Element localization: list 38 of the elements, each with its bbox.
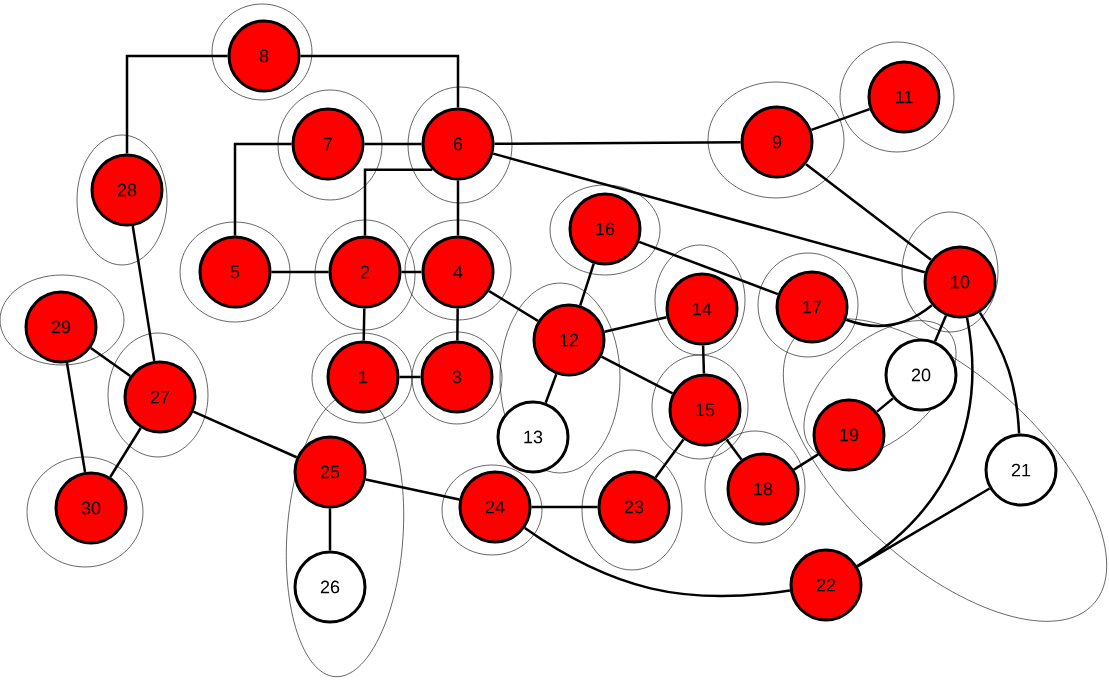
connector-line: [531, 505, 598, 509]
connector-line: [271, 270, 329, 274]
connector-line: [701, 345, 706, 374]
connector-line: [492, 152, 926, 274]
connector-line: [456, 180, 460, 236]
connector-line: [192, 410, 298, 459]
connector-line: [131, 225, 156, 362]
connector-line: [399, 375, 421, 379]
connector-line: [109, 427, 142, 478]
connector-line: [65, 362, 87, 473]
connector-line: [233, 142, 292, 236]
connector-line: [90, 347, 131, 377]
connector-line: [524, 527, 791, 598]
connector-line: [544, 373, 558, 404]
connector-line: [876, 397, 894, 413]
connector-line: [845, 304, 933, 328]
connector-line: [328, 508, 332, 551]
connector-line: [725, 438, 743, 461]
connector-line: [401, 270, 422, 274]
connector-line: [811, 108, 871, 131]
connector-line: [856, 487, 991, 568]
connector-line: [638, 240, 779, 296]
connector-line: [654, 438, 685, 479]
connector-line: [125, 54, 228, 154]
connector-line: [579, 263, 595, 306]
connector-line: [793, 453, 819, 471]
connector-line: [494, 140, 741, 145]
connector-line: [364, 142, 422, 146]
connector-line: [805, 163, 932, 261]
connector-line: [856, 317, 974, 568]
connector-line: [604, 316, 667, 333]
connector-line: [365, 478, 460, 501]
connector-line: [600, 355, 674, 395]
connector-line: [978, 311, 1021, 434]
connector-line: [363, 168, 433, 236]
connector-line: [933, 315, 948, 342]
connector-line: [300, 54, 460, 108]
connector-line: [488, 290, 539, 322]
